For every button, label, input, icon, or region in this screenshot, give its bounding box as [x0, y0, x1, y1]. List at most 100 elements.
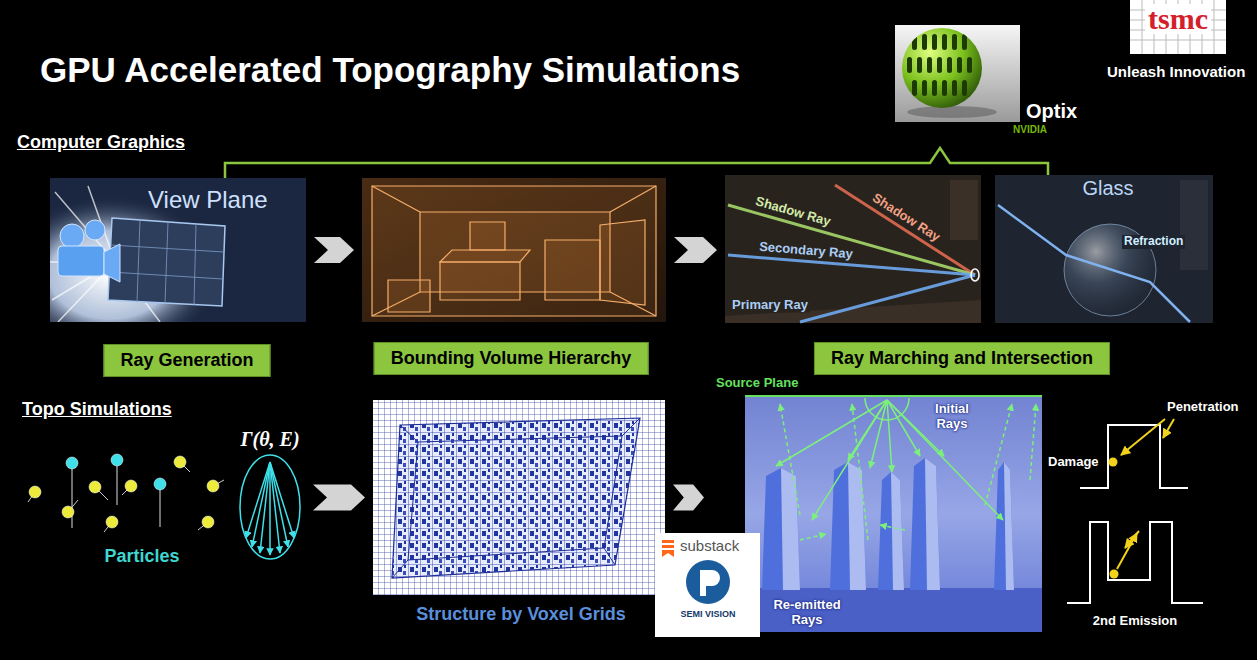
company-logo: [1130, 0, 1226, 54]
particles-picture: [154, 478, 166, 490]
bvh-picture: [388, 280, 430, 312]
company-logo: [1130, 0, 1226, 54]
particles-picture: [240, 455, 300, 559]
particles-picture: [66, 457, 78, 469]
optix-sphere-image: [937, 57, 942, 73]
ray-tracing-picture: [781, 468, 800, 590]
optix-sphere-image: [907, 34, 972, 96]
ray-tracing-picture: [745, 396, 1042, 632]
particles-picture: [270, 462, 288, 547]
ray-tracing-picture: [887, 400, 892, 472]
particles-picture: [28, 454, 300, 559]
ray-marching-group: Ray Marching and IntersectionShadow RayS…: [722, 172, 1214, 378]
ray-tracing-picture: [891, 472, 904, 590]
particles-picture: [66, 454, 166, 490]
watermark-badge: [655, 533, 760, 637]
optix-sphere-image: [952, 80, 957, 96]
bvh-picture: [440, 262, 520, 300]
particles-picture: [89, 481, 101, 493]
panel-label: Shadow Ray: [752, 194, 834, 231]
panel-label: Refraction: [1122, 235, 1185, 249]
optix-sphere-image: [917, 57, 922, 73]
watermark-badge: [686, 560, 730, 604]
second-emission-sketch: 2nd Emission: [1062, 512, 1210, 632]
step-caption: Bounding Volume Hierarchy: [374, 342, 649, 375]
product-name: Optix: [1026, 100, 1077, 123]
optix-sphere-image: [942, 34, 947, 50]
panel-label: Penetration: [1167, 400, 1239, 415]
particles-picture: [252, 462, 270, 547]
watermark-badge: [662, 540, 674, 557]
bvh-picture: [440, 250, 530, 262]
ray-tracing-picture: [776, 400, 887, 466]
panel-label: Glass: [1082, 177, 1133, 200]
slogan: Unleash Innovation: [1107, 63, 1245, 80]
ray-generation-picture: [58, 246, 104, 276]
optix-sphere-image: [927, 57, 932, 73]
voxel-grid-picture: [373, 400, 665, 595]
ray-tracing-picture: [848, 462, 866, 590]
particles-picture: [111, 454, 123, 466]
panel-label: 2nd Emission: [1093, 614, 1178, 629]
panel-label: Particles: [104, 546, 179, 567]
ray-generation-picture: [0, 178, 306, 355]
voxel-grid-picture: [392, 418, 640, 578]
watermark: SEMI VISION: [680, 609, 735, 619]
optix-sphere-image: [947, 57, 952, 73]
voxel-grid-panel: Structure by Voxel Grids: [373, 400, 665, 595]
voxel-grid-picture: [373, 400, 665, 595]
second-emission-sketch-picture: [1125, 531, 1139, 548]
ray-tracing-picture: [762, 458, 1014, 590]
ray-tracing-picture: [800, 534, 826, 540]
optix-sphere-image: [942, 80, 947, 96]
ray-generation-picture: [104, 244, 120, 282]
panel-label: Re-emitted Rays: [765, 598, 849, 628]
glass-picture: [998, 205, 1190, 322]
company-logo: [1130, 0, 1226, 54]
step-caption: Ray Generation: [103, 344, 270, 377]
optix-sphere-image: [907, 57, 912, 73]
bvh-picture: [372, 186, 656, 316]
optix-sphere-image: [907, 106, 997, 118]
particles-picture: [106, 516, 118, 528]
second-emission-sketch-picture: [1110, 570, 1119, 579]
panel-label: Initial Rays: [928, 402, 976, 432]
flow-chevron: [673, 485, 704, 511]
particles-picture: [62, 506, 74, 518]
optix-sphere-image: [912, 80, 917, 96]
optix-sphere-image: [967, 57, 972, 73]
ray-tracing-picture: [878, 472, 904, 590]
bvh-picture: [362, 178, 666, 322]
logo-text: tsmc: [1145, 4, 1211, 34]
particles-picture: [202, 516, 214, 528]
ray-tracing-picture: [880, 525, 905, 530]
particles-picture: [207, 480, 219, 492]
bvh-picture: [545, 240, 600, 300]
penetration-sketch-picture: [1109, 458, 1118, 467]
ray-generation-picture: [85, 220, 105, 240]
ray-tracing-picture: [780, 404, 800, 515]
bvh-picture: [600, 220, 645, 305]
ray-generation-picture: [110, 220, 224, 305]
particles-picture: [260, 462, 270, 553]
glass-picture: [1180, 180, 1208, 270]
ray-tracing-panel: Source PlaneInitial RaysRe-emitted Rays: [712, 376, 1042, 632]
panel-label: Structure by Voxel Grids: [416, 604, 626, 625]
flux-symbol: Γ(θ, E): [240, 428, 299, 451]
flow-chevron: [314, 237, 354, 263]
penetration-sketch-picture: [1080, 419, 1188, 488]
glass-picture: [995, 175, 1213, 323]
flow-chevron: [674, 237, 717, 263]
ray-tracing-picture: [852, 404, 868, 540]
shadow-ray-picture: [725, 175, 981, 323]
particles-picture: [29, 486, 41, 498]
particles-picture: [246, 462, 294, 555]
panel-label: Damage: [1048, 455, 1099, 470]
shadow-ray-picture: [971, 269, 979, 281]
panel-label: Secondary Ray: [757, 239, 856, 262]
particles-picture: [270, 462, 294, 538]
section-heading: Computer Graphics: [17, 132, 185, 153]
